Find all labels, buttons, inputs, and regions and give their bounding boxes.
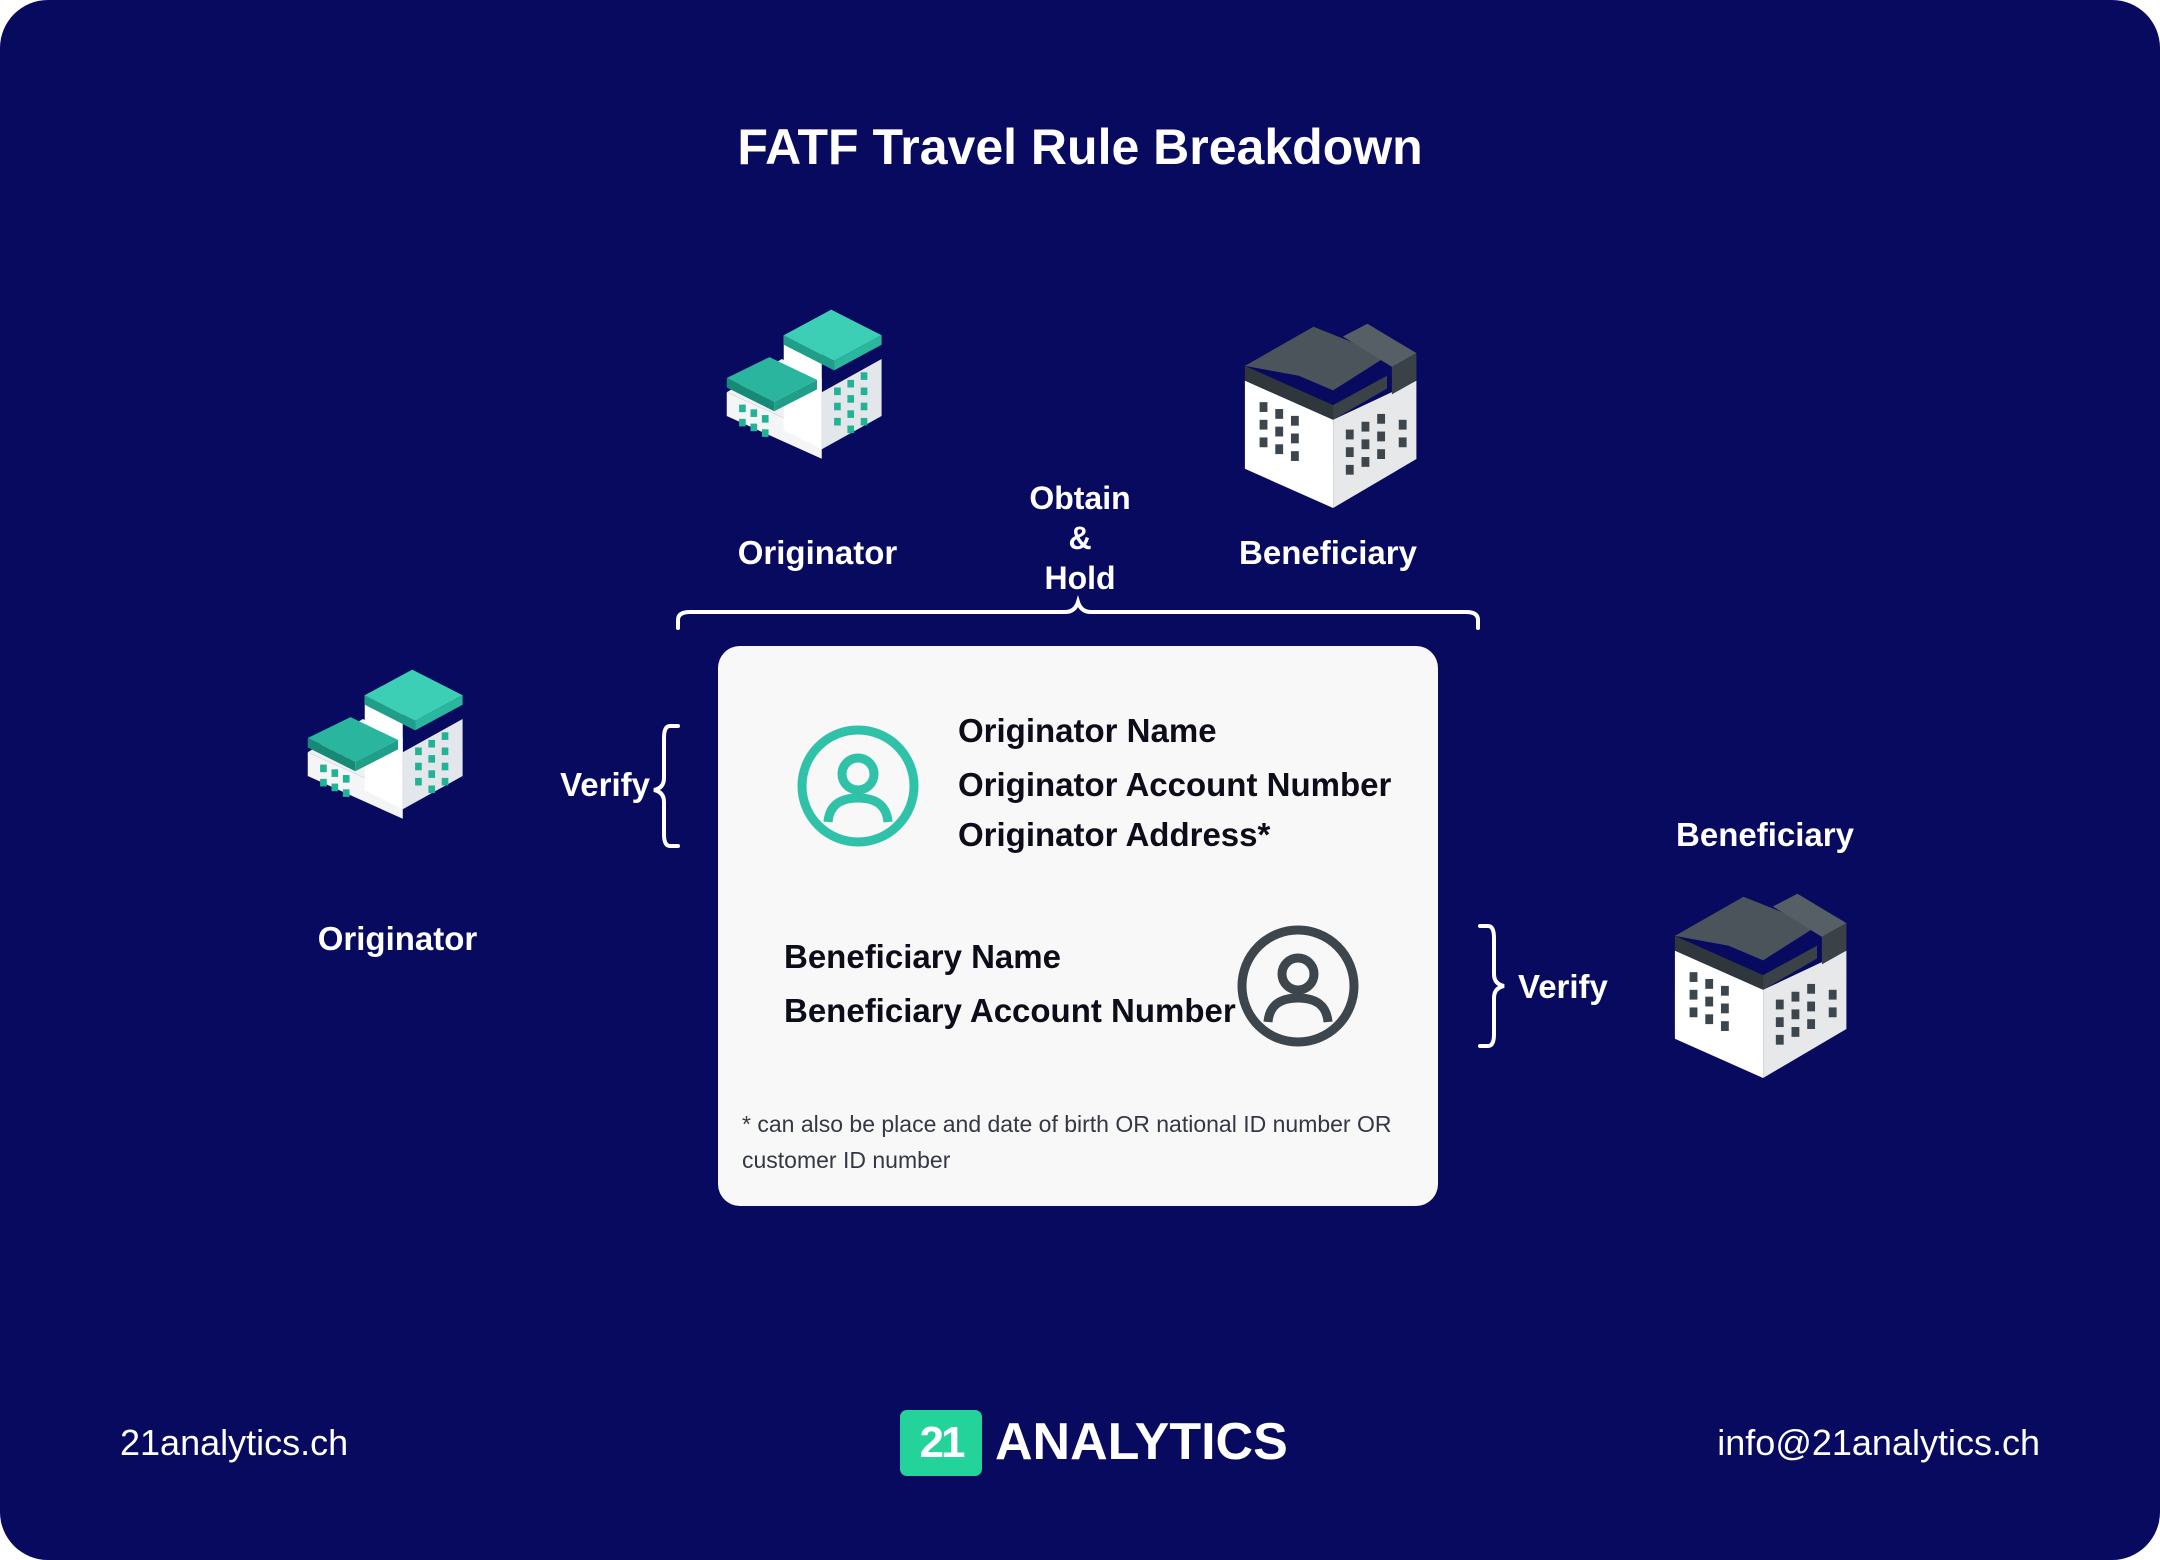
beneficiary-name-field: Beneficiary Name — [784, 938, 1061, 975]
logo-mark: 21 — [900, 1410, 982, 1476]
verify-label: Verify — [1518, 968, 1608, 1005]
beneficiary-label: Beneficiary — [1676, 816, 1854, 853]
footnote-text: * can also be place and date of birth OR… — [742, 1111, 1392, 1173]
originator-label: Originator — [737, 534, 898, 571]
curly-brace-icon — [653, 724, 680, 848]
curly-brace-icon — [1478, 924, 1505, 1048]
obtain-hold-label: Obtain & Hold — [980, 478, 1180, 598]
beneficiary-user-icon — [1237, 925, 1359, 1047]
originator-address-field: Originator Address* — [958, 816, 1271, 853]
ampersand-text: & — [1068, 520, 1092, 556]
hold-text: Hold — [1044, 560, 1116, 596]
page-title: FATF Travel Rule Breakdown — [737, 119, 1423, 175]
originator-label: Originator — [317, 920, 478, 957]
beneficiary-account-number-field: Beneficiary Account Number — [784, 992, 1236, 1029]
logo-wordmark: ANALYTICS — [995, 1413, 1288, 1471]
curly-brace-icon — [676, 595, 1480, 630]
beneficiary-building-icon — [1674, 893, 1847, 1078]
originator-building-icon — [307, 669, 463, 819]
originator-user-icon — [797, 725, 919, 847]
beneficiary-label: Beneficiary — [1239, 534, 1417, 571]
website-link[interactable]: 21analytics.ch — [120, 1422, 349, 1463]
verify-label: Verify — [560, 766, 650, 803]
email-link[interactable]: info@21analytics.ch — [1717, 1422, 2040, 1463]
originator-building-icon — [726, 309, 882, 459]
originator-account-number-field: Originator Account Number — [958, 766, 1392, 803]
required-info-panel: Originator Name Originator Account Numbe… — [718, 646, 1438, 1206]
beneficiary-building-icon — [1244, 323, 1417, 508]
obtain-text: Obtain — [1029, 480, 1131, 516]
originator-name-field: Originator Name — [958, 712, 1217, 749]
